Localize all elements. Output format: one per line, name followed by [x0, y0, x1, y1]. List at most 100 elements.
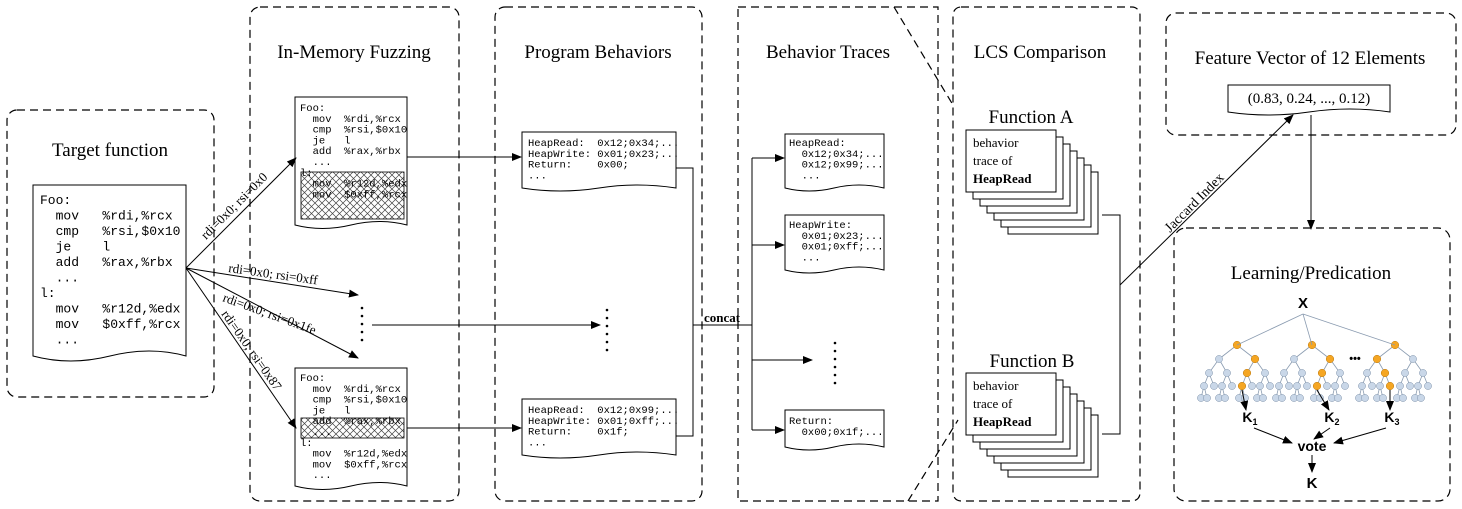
root-edge: [1302, 313, 1396, 346]
code-line: 0x01;0xff;...: [789, 242, 884, 254]
title-lcs: LCS Comparison: [974, 42, 1107, 63]
function-b-title: Function B: [990, 351, 1075, 372]
behavior-doc-bottom: [521, 398, 677, 459]
trace-code-heapwrite: HeapWrite: 0x01;0x23;... 0x01;0xff;... .…: [789, 220, 884, 264]
code-line: 0x12;0x99;...: [789, 160, 884, 172]
zoom-line-bottom: [907, 419, 959, 502]
code-line: ...: [789, 252, 821, 264]
feature-vector-value: (0.83, 0.24, ..., 0.12): [1248, 91, 1371, 107]
code-line: Return: 0x1f;: [528, 427, 629, 439]
code-line: 0x01;0x23;...: [789, 231, 884, 243]
edge-tree2-k2: [1316, 389, 1330, 411]
code-line: je l: [40, 240, 110, 255]
trace-doc-heapread: [784, 133, 885, 192]
code-line: mov %rdi,%rcx: [300, 384, 401, 396]
fuzz-ellipsis: [360, 306, 364, 342]
panel-learning: [1173, 227, 1451, 502]
stack-text: behavior: [973, 135, 1019, 150]
title-fuzzing: In-Memory Fuzzing: [277, 42, 431, 63]
code-line: HeapRead: 0x12;0x34;...: [528, 138, 679, 150]
trace-ellipsis: [833, 341, 837, 385]
code-line: HeapWrite: 0x01;0x23;...: [528, 149, 679, 161]
code-line: Return: 0x00;: [528, 160, 629, 172]
target-code-document: [32, 184, 187, 362]
result-label: K: [1307, 475, 1318, 492]
root-edge: [1236, 313, 1304, 346]
k3-label: K3: [1384, 409, 1399, 427]
edge-label-rsi-0x0: rdi=0x0; rsi=0x0: [198, 169, 271, 242]
tree-root-label: X: [1298, 295, 1308, 312]
title-behaviors: Program Behaviors: [524, 42, 671, 63]
code-line: Foo:: [40, 193, 71, 208]
code-line: ...: [40, 271, 79, 286]
code-line: ...: [789, 170, 821, 182]
code-line: ...: [40, 333, 79, 348]
code-line: ...: [300, 470, 332, 482]
code-line: add %rax,%rbx: [300, 416, 401, 428]
trace-code-heapread: HeapRead: 0x12;0x34;... 0x12;0x99;... ..…: [789, 138, 884, 182]
hatched-region-bottom: [300, 417, 405, 439]
code-line: 0x12;0x34;...: [789, 149, 884, 161]
stack-text: trace of: [973, 153, 1013, 168]
code-line: add %rax,%rbx: [40, 255, 173, 270]
code-line: Foo:: [300, 373, 325, 385]
decision-tree: [1355, 340, 1432, 402]
code-line: add %rax,%rbx: [300, 146, 401, 158]
code-line: HeapWrite:: [789, 220, 852, 232]
panel-traces: [737, 6, 939, 502]
edge-k1-vote: [1253, 427, 1293, 444]
stack-text-bold: HeapRead: [973, 414, 1032, 429]
trace-code-return: Return: 0x00;0x1f;...: [789, 416, 884, 439]
edge-k3-vote: [1333, 427, 1387, 445]
title-learning: Learning/Predication: [1231, 263, 1392, 284]
root-edge: [1302, 313, 1313, 346]
fuzz-code-bottom: Foo: mov %rdi,%rcx cmp %rsi,$0x10 je l a…: [300, 373, 407, 482]
code-line: mov $0xff,%rcx: [300, 459, 407, 471]
code-line: je l: [300, 405, 350, 417]
edge-rsi-0x87: [185, 267, 297, 429]
panel-lcs: [952, 6, 1141, 502]
decision-tree: [1272, 340, 1349, 402]
code-line: cmp %rsi,$0x10: [40, 224, 180, 239]
hatched-region-top: [300, 171, 405, 220]
edge-tree1-k1: [1240, 389, 1249, 411]
code-line: ...: [300, 157, 332, 169]
panel-behaviors: [494, 6, 703, 502]
code-line: Foo:: [300, 103, 325, 115]
code-line: mov $0xff,%rcx: [300, 189, 407, 201]
title-feature-vector: Feature Vector of 12 Elements: [1195, 48, 1426, 69]
vote-label: vote: [1298, 438, 1327, 454]
code-line: mov %r12d,%edx: [40, 302, 181, 317]
behavior-doc-top: [521, 131, 677, 192]
stack-page-front: [965, 129, 1057, 193]
behavior-code-bottom: HeapRead: 0x12;0x99;...HeapWrite: 0x01;0…: [528, 405, 679, 449]
edge-jaccard: [1119, 114, 1294, 286]
code-line: cmp %rsi,$0x10: [300, 395, 407, 407]
code-line: HeapWrite: 0x01;0xff;...: [528, 416, 679, 428]
stack-text: behavior: [973, 378, 1019, 393]
merge-bracket: [676, 167, 694, 437]
k2-label: K2: [1324, 409, 1339, 427]
code-line: HeapRead: 0x12;0x99;...: [528, 405, 679, 417]
trace-doc-heapwrite: [784, 214, 885, 274]
tree-ellipsis: •••: [1349, 353, 1361, 365]
code-line: Return:: [789, 416, 833, 428]
code-line: mov %rdi,%rcx: [40, 209, 173, 224]
code-line: l:: [40, 286, 56, 301]
code-line: mov %r12d,%edx: [300, 179, 407, 191]
stack-text: trace of: [973, 396, 1013, 411]
edge-rsi-0xff: [185, 267, 359, 298]
code-line: l:: [300, 438, 313, 450]
trace-doc-return: [784, 409, 885, 451]
edge-label-rsi-0xff: rdi=0x0; rsi=0xff: [228, 260, 320, 287]
code-line: cmp %rsi,$0x10: [300, 125, 407, 137]
k1-label: K1: [1242, 409, 1257, 427]
code-line: l:: [300, 168, 313, 180]
code-line: 0x00;0x1f;...: [789, 427, 884, 439]
title-traces: Behavior Traces: [766, 42, 890, 63]
panel-fuzzing: [249, 6, 460, 502]
zoom-line-top: [893, 6, 954, 106]
code-line: mov %r12d,%edx: [300, 449, 407, 461]
